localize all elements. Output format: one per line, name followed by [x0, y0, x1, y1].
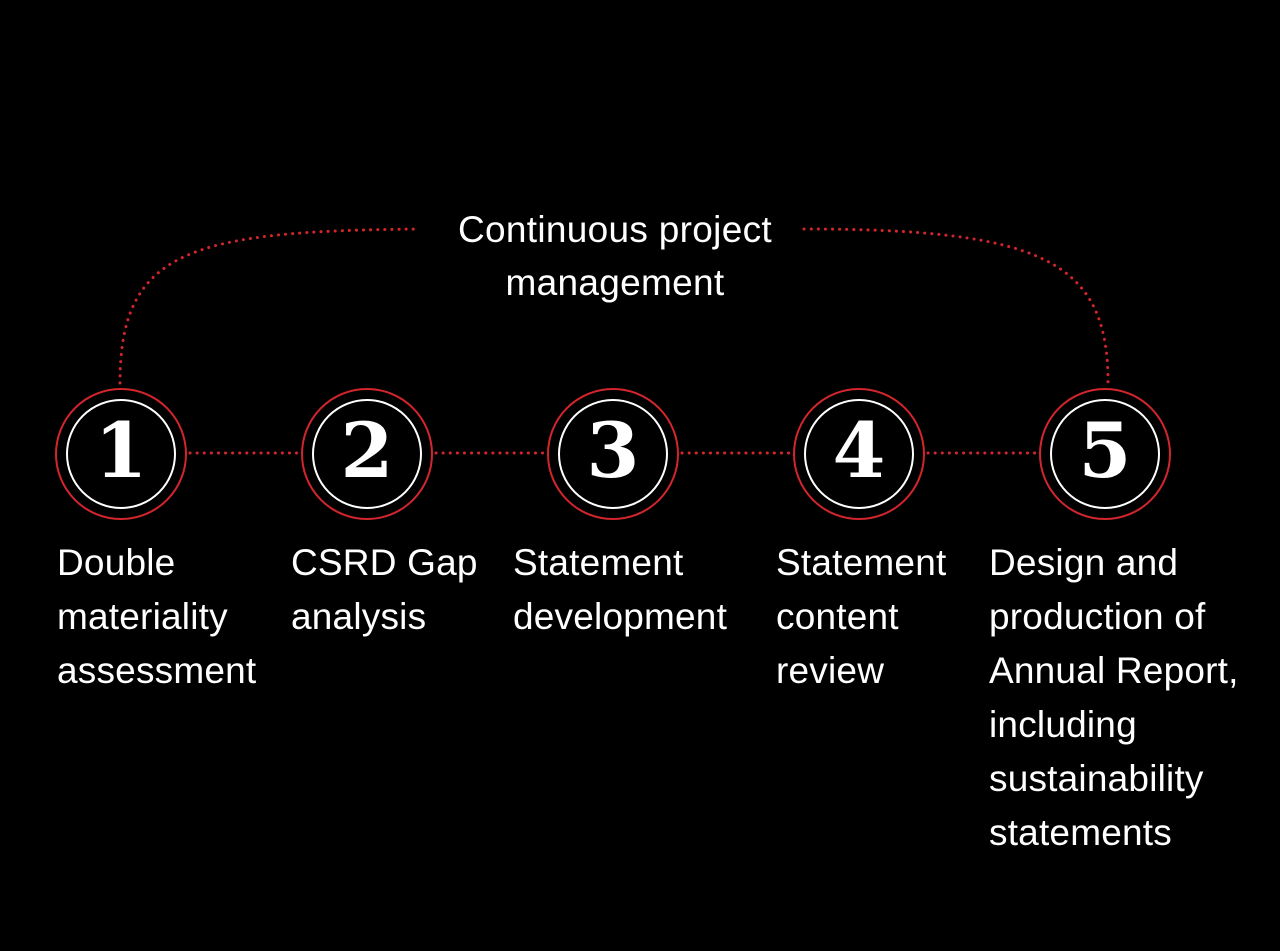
step-1-number: 1: [94, 406, 148, 495]
step-4-inner-ring: [804, 399, 914, 509]
step-1-inner-ring: [66, 399, 176, 509]
step-1-label: Double materiality assessment: [57, 542, 257, 691]
step-3-circle: 3: [547, 388, 679, 520]
step-2-circle: 2: [301, 388, 433, 520]
step-5-circle: 5: [1039, 388, 1171, 520]
step-3-inner-ring: [558, 399, 668, 509]
step-4-outer-ring: [793, 388, 925, 520]
step-3-label: Statement development: [513, 542, 728, 637]
step-3-outer-ring: [547, 388, 679, 520]
cycle-arc-left: [118, 227, 422, 385]
step-4-label: Statement content review: [776, 542, 947, 691]
step-2-label: CSRD Gap analysis: [291, 542, 478, 637]
step-1-outer-ring: [55, 388, 187, 520]
step-2-outer-ring: [301, 388, 433, 520]
step-4-number: 4: [832, 406, 886, 495]
cycle-arc-right: [802, 227, 1110, 384]
step-2-inner-ring: [312, 399, 422, 509]
step-4-circle: 4: [793, 388, 925, 520]
step-5-inner-ring: [1050, 399, 1160, 509]
step-3-number: 3: [586, 406, 640, 495]
step-5-number: 5: [1078, 406, 1132, 495]
step-5-label: Design and production of Annual Report, …: [989, 542, 1239, 853]
step-2-number: 2: [340, 406, 394, 495]
step-1-circle: 1: [55, 388, 187, 520]
step-5-outer-ring: [1039, 388, 1171, 520]
cycle-label: Continuous project management: [458, 209, 772, 303]
